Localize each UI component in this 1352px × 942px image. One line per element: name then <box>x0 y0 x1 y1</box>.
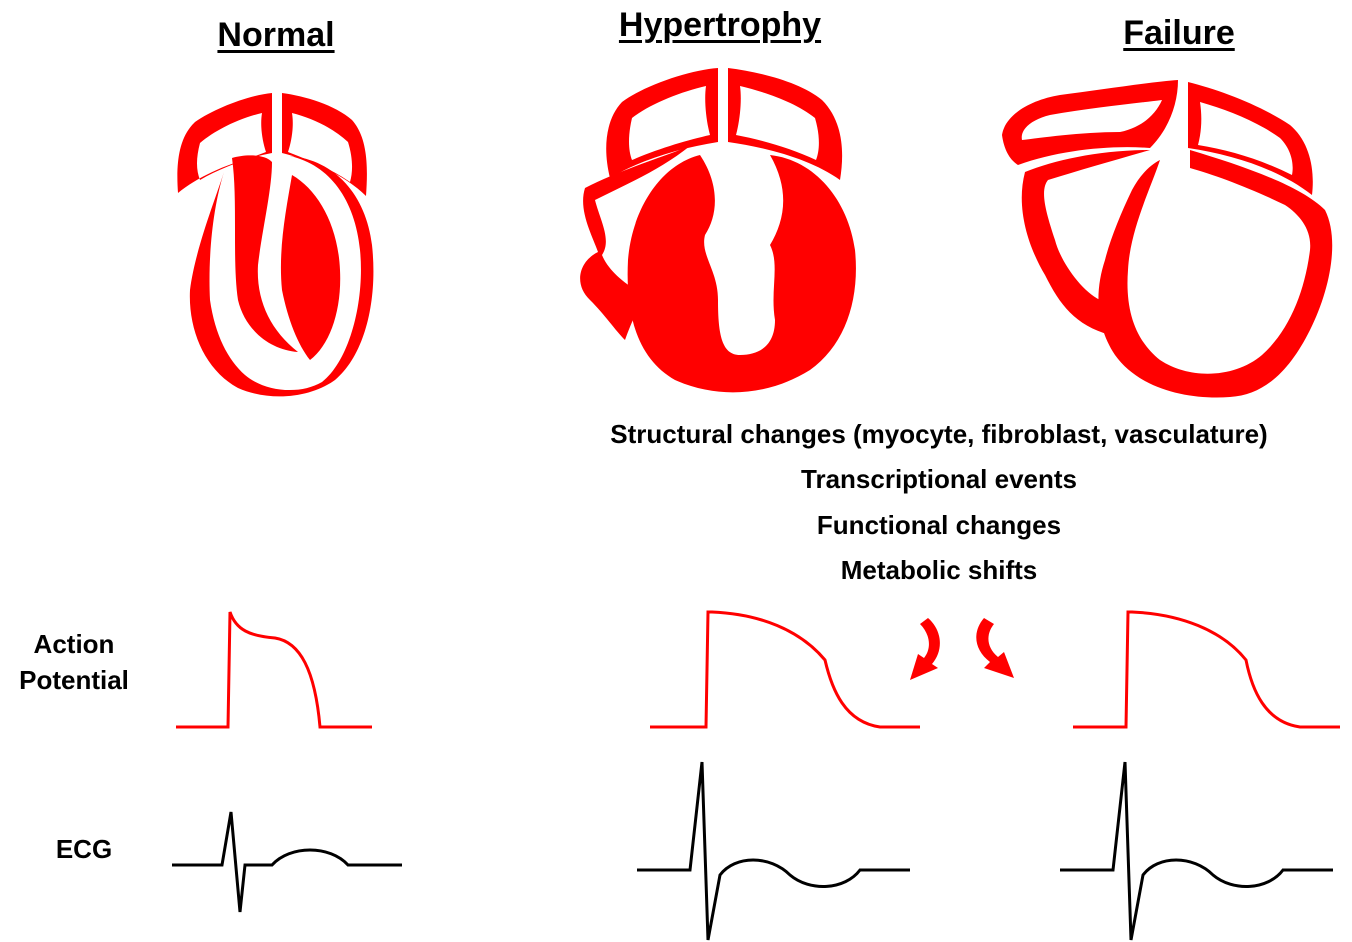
transition-arrows <box>910 618 1014 680</box>
heart-failure <box>1002 80 1332 398</box>
arrow-right-curved <box>976 618 1014 678</box>
ecg-hypertrophy <box>637 762 910 940</box>
ecg-normal <box>172 812 402 912</box>
ecg-normal-trace <box>172 812 402 912</box>
heart-failure-left-ventricle <box>1098 150 1332 398</box>
heart-hypertrophy-left-ventricle <box>628 155 856 392</box>
ecg-failure <box>1060 762 1333 940</box>
action-potential-normal <box>176 612 372 727</box>
arrow-left-curved <box>910 618 940 680</box>
ap-failure-trace <box>1073 612 1340 727</box>
heart-failure-left-atrium <box>1002 80 1178 165</box>
action-potential-hypertrophy <box>650 612 920 727</box>
ecg-hypertrophy-trace <box>637 762 910 940</box>
ecg-failure-trace <box>1060 762 1333 940</box>
heart-hypertrophy <box>580 68 856 392</box>
action-potential-failure <box>1073 612 1340 727</box>
ap-hypertrophy-trace <box>650 612 920 727</box>
heart-normal-left-ventricle <box>190 156 374 396</box>
ap-normal-trace <box>176 612 372 727</box>
heart-normal <box>177 93 373 396</box>
